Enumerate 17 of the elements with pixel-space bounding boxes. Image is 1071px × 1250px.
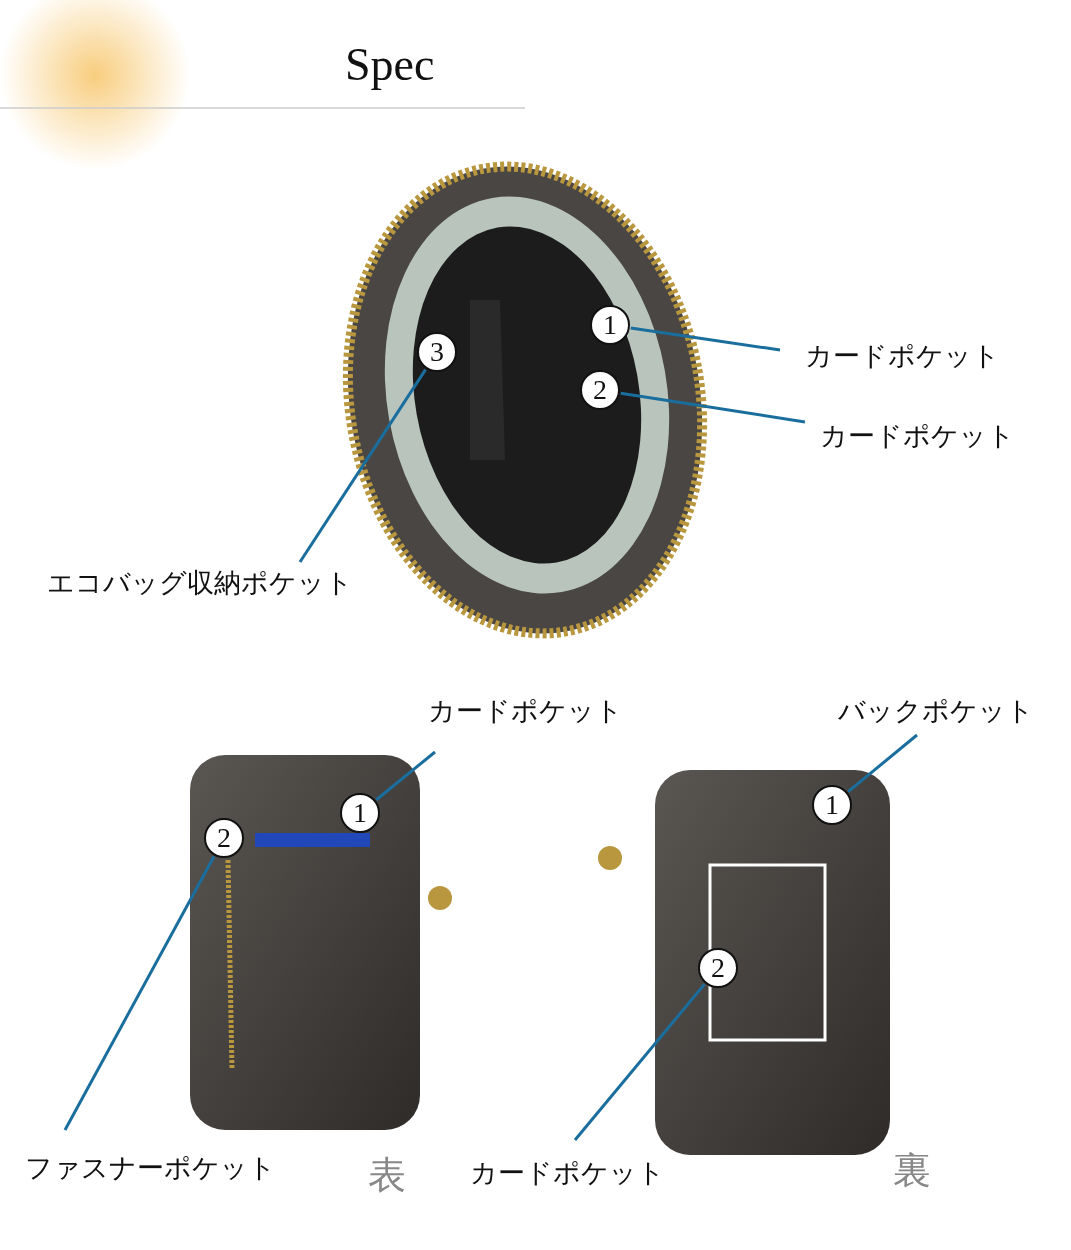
leader-line <box>375 750 436 801</box>
side-label: 表 <box>368 1152 406 1199</box>
leader-line <box>620 391 806 424</box>
callout-label: ファスナーポケット <box>25 1150 276 1186</box>
callout-label: エコバッグ収納ポケット <box>47 565 353 601</box>
leader-line <box>63 855 216 1131</box>
leader-line <box>573 983 706 1141</box>
leader-line <box>630 326 781 352</box>
callout-label: カードポケット <box>820 418 1015 454</box>
side-label: 裏 <box>893 1147 931 1194</box>
callout-label: バックポケット <box>838 693 1034 729</box>
callout-label: カードポケット <box>428 693 623 729</box>
leader-line <box>847 733 918 793</box>
leader-line <box>298 368 427 563</box>
callout-label: カードポケット <box>805 338 1000 374</box>
callout-label: カードポケット <box>470 1155 665 1191</box>
title: Spec <box>345 38 435 91</box>
